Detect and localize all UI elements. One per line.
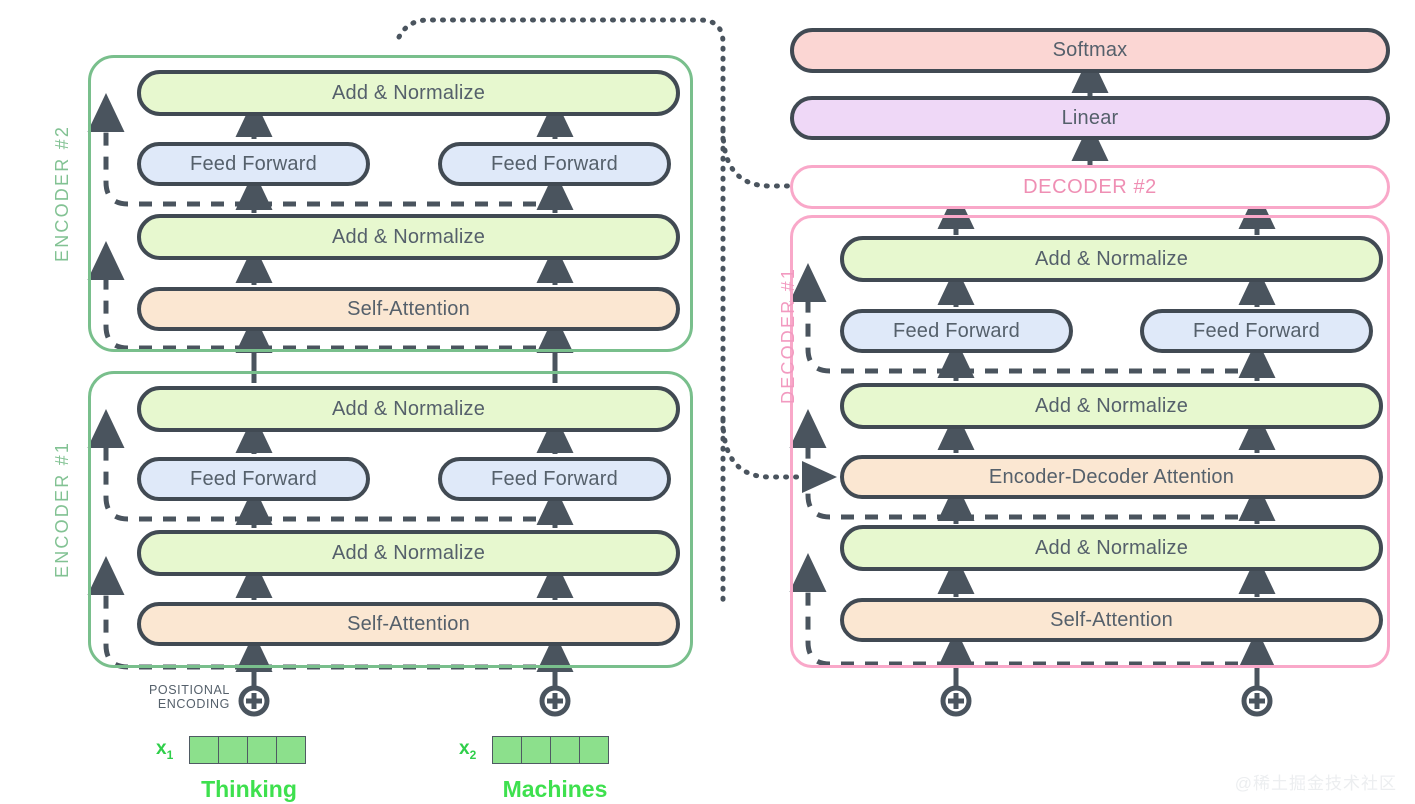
decoder1-feed-forward-right[interactable]: Feed Forward — [1140, 309, 1373, 353]
token-2-x-letter: x — [459, 738, 470, 759]
encoder1-add-normalize-top[interactable]: Add & Normalize — [137, 386, 680, 432]
token-2-embedding — [492, 736, 609, 764]
encoder1-feed-forward-left[interactable]: Feed Forward — [137, 457, 370, 501]
encoder1-add-normalize-bottom[interactable]: Add & Normalize — [137, 530, 680, 576]
decoder1-add-normalize-mid[interactable]: Add & Normalize — [840, 383, 1383, 429]
decoder-stack-2-box[interactable]: DECODER #2 — [790, 165, 1390, 209]
embedding-cell — [276, 736, 306, 764]
token-1-x-letter: x — [156, 738, 167, 759]
positional-encoding-line-2: ENCODING — [157, 697, 230, 711]
embedding-cell — [492, 736, 522, 764]
encoder2-add-normalize-bottom[interactable]: Add & Normalize — [137, 214, 680, 260]
decoder-stack-1-label: DECODER #1 — [778, 266, 798, 404]
embedding-cell — [579, 736, 609, 764]
encoder-stack-2-label: ENCODER #2 — [52, 124, 72, 262]
decoder-stack-1-container — [790, 215, 1390, 668]
encoder2-feed-forward-left[interactable]: Feed Forward — [137, 142, 370, 186]
token-2-x-subscript: 2 — [469, 747, 477, 762]
embedding-cell — [247, 736, 277, 764]
token-1-x-subscript: 1 — [166, 747, 174, 762]
positional-encoding-line-1: POSITIONAL — [148, 683, 230, 697]
encoder1-self-attention[interactable]: Self-Attention — [137, 602, 680, 646]
embedding-cell — [550, 736, 580, 764]
encoder-stack-2-container — [88, 55, 693, 352]
encoder1-feed-forward-right[interactable]: Feed Forward — [438, 457, 671, 501]
encoder2-add-normalize-top[interactable]: Add & Normalize — [137, 70, 680, 116]
decoder1-add-normalize-bottom[interactable]: Add & Normalize — [840, 525, 1383, 571]
encoder2-feed-forward-right[interactable]: Feed Forward — [438, 142, 671, 186]
decoder1-add-normalize-top[interactable]: Add & Normalize — [840, 236, 1383, 282]
decoder1-self-attention[interactable]: Self-Attention — [840, 598, 1383, 642]
embedding-cell — [521, 736, 551, 764]
encoder-stack-1-container — [88, 371, 693, 668]
softmax-node[interactable]: Softmax — [790, 28, 1390, 73]
watermark: @稀土掘金技术社区 — [1234, 774, 1397, 793]
token-2-x-label: x2 — [459, 738, 476, 762]
token-2-word: Machines — [502, 776, 608, 802]
token-1-word: Thinking — [201, 776, 297, 802]
token-1-embedding — [189, 736, 306, 764]
linear-node[interactable]: Linear — [790, 96, 1390, 140]
decoder1-feed-forward-left[interactable]: Feed Forward — [840, 309, 1073, 353]
positional-encoding-label: POSITIONAL ENCODING — [120, 683, 230, 711]
embedding-cell — [218, 736, 248, 764]
token-1-x-label: x1 — [156, 738, 173, 762]
encoder2-self-attention[interactable]: Self-Attention — [137, 287, 680, 331]
embedding-cell — [189, 736, 219, 764]
encoder-stack-1-label: ENCODER #1 — [52, 440, 72, 578]
decoder1-encoder-decoder-attention[interactable]: Encoder-Decoder Attention — [840, 455, 1383, 499]
